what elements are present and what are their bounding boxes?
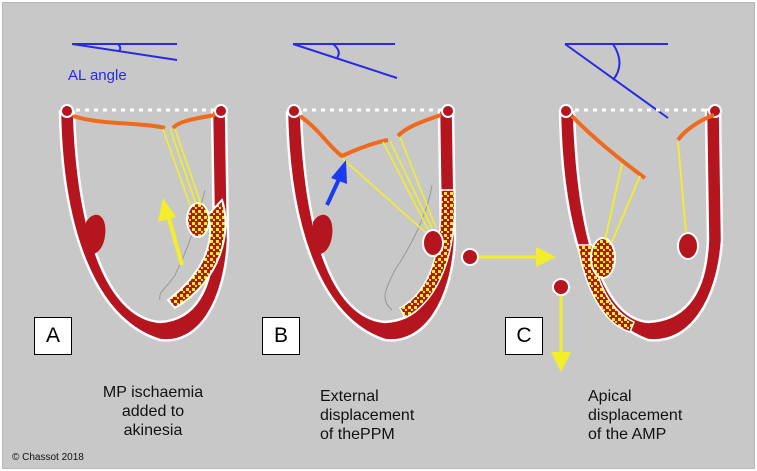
panel-c-diagram xyxy=(551,43,724,372)
panel-b-caption: External displacement of thePPM xyxy=(320,387,450,444)
panel-c-ventricle-wall xyxy=(558,108,724,342)
panel-b-angle-lines xyxy=(292,43,398,79)
copyright-text: © Chassot 2018 xyxy=(12,452,84,463)
panel-a-diagram xyxy=(58,43,230,342)
panel-c-caption-line-2: displacement xyxy=(588,407,683,424)
panel-a-papillary-head xyxy=(186,202,210,238)
panel-c-caption: Apical displacement of the AMP xyxy=(588,387,708,444)
panel-a-angle-lines xyxy=(71,43,178,61)
panel-b-caption-line-2: displacement xyxy=(320,407,415,424)
panel-a-caption-line-2: added to xyxy=(121,403,185,420)
panel-a-caption: MP ischaemia added to akinesia xyxy=(80,383,226,440)
panel-b-displaced-papillary xyxy=(461,248,479,266)
panel-b-letter: B xyxy=(262,317,300,355)
panel-a-yellow-arrow xyxy=(158,198,184,266)
panel-b-posterior-leaflet xyxy=(396,113,442,138)
panel-c-annulus-left xyxy=(559,104,573,118)
panel-c-septal-papillary xyxy=(590,237,616,279)
panel-c-caption-line-1: Apical xyxy=(588,388,632,405)
panel-b-caption-line-1: External xyxy=(320,388,379,405)
panel-a-septal-bump xyxy=(86,214,106,255)
panel-b-diagram xyxy=(285,43,556,342)
panel-c-lateral-papillary xyxy=(677,232,699,260)
al-angle-label: AL angle xyxy=(68,67,127,84)
panel-a-annulus-left xyxy=(60,104,74,118)
panel-b-anterior-leaflet xyxy=(298,114,389,159)
panel-b-septal-bump xyxy=(313,214,333,255)
panel-b-blue-arrow xyxy=(325,160,347,206)
panel-b-annulus-left xyxy=(287,104,301,118)
panel-a-anterior-leaflet xyxy=(72,114,166,130)
panel-b-chordae xyxy=(341,136,437,233)
panel-a-caption-line-3: akinesia xyxy=(123,422,183,439)
panel-a-annulus-right xyxy=(214,104,228,118)
panel-c-chordae xyxy=(604,141,687,243)
panel-c-angle-lines xyxy=(564,43,669,119)
panel-c-displaced-papillary xyxy=(552,278,570,296)
panel-b-papillary-head xyxy=(422,229,444,257)
panel-c-posterior-leaflet xyxy=(676,113,715,142)
panel-a-chordae xyxy=(162,128,202,206)
panel-b-displacement-arrow xyxy=(479,247,556,267)
panel-a-ischaemic-papillary xyxy=(166,198,227,310)
panel-b-annulus-right xyxy=(441,104,455,118)
panel-c-caption-line-3: of the AMP xyxy=(588,426,667,443)
panel-c-displacement-arrow xyxy=(551,296,571,372)
panel-a-letter: A xyxy=(34,317,72,355)
panel-b-caption-line-3: of thePPM xyxy=(320,426,395,443)
panel-a-caption-line-1: MP ischaemia xyxy=(102,384,204,401)
panel-c-anterior-leaflet xyxy=(570,114,647,180)
panel-a-posterior-leaflet xyxy=(171,113,216,130)
panel-c-letter: C xyxy=(505,317,543,355)
